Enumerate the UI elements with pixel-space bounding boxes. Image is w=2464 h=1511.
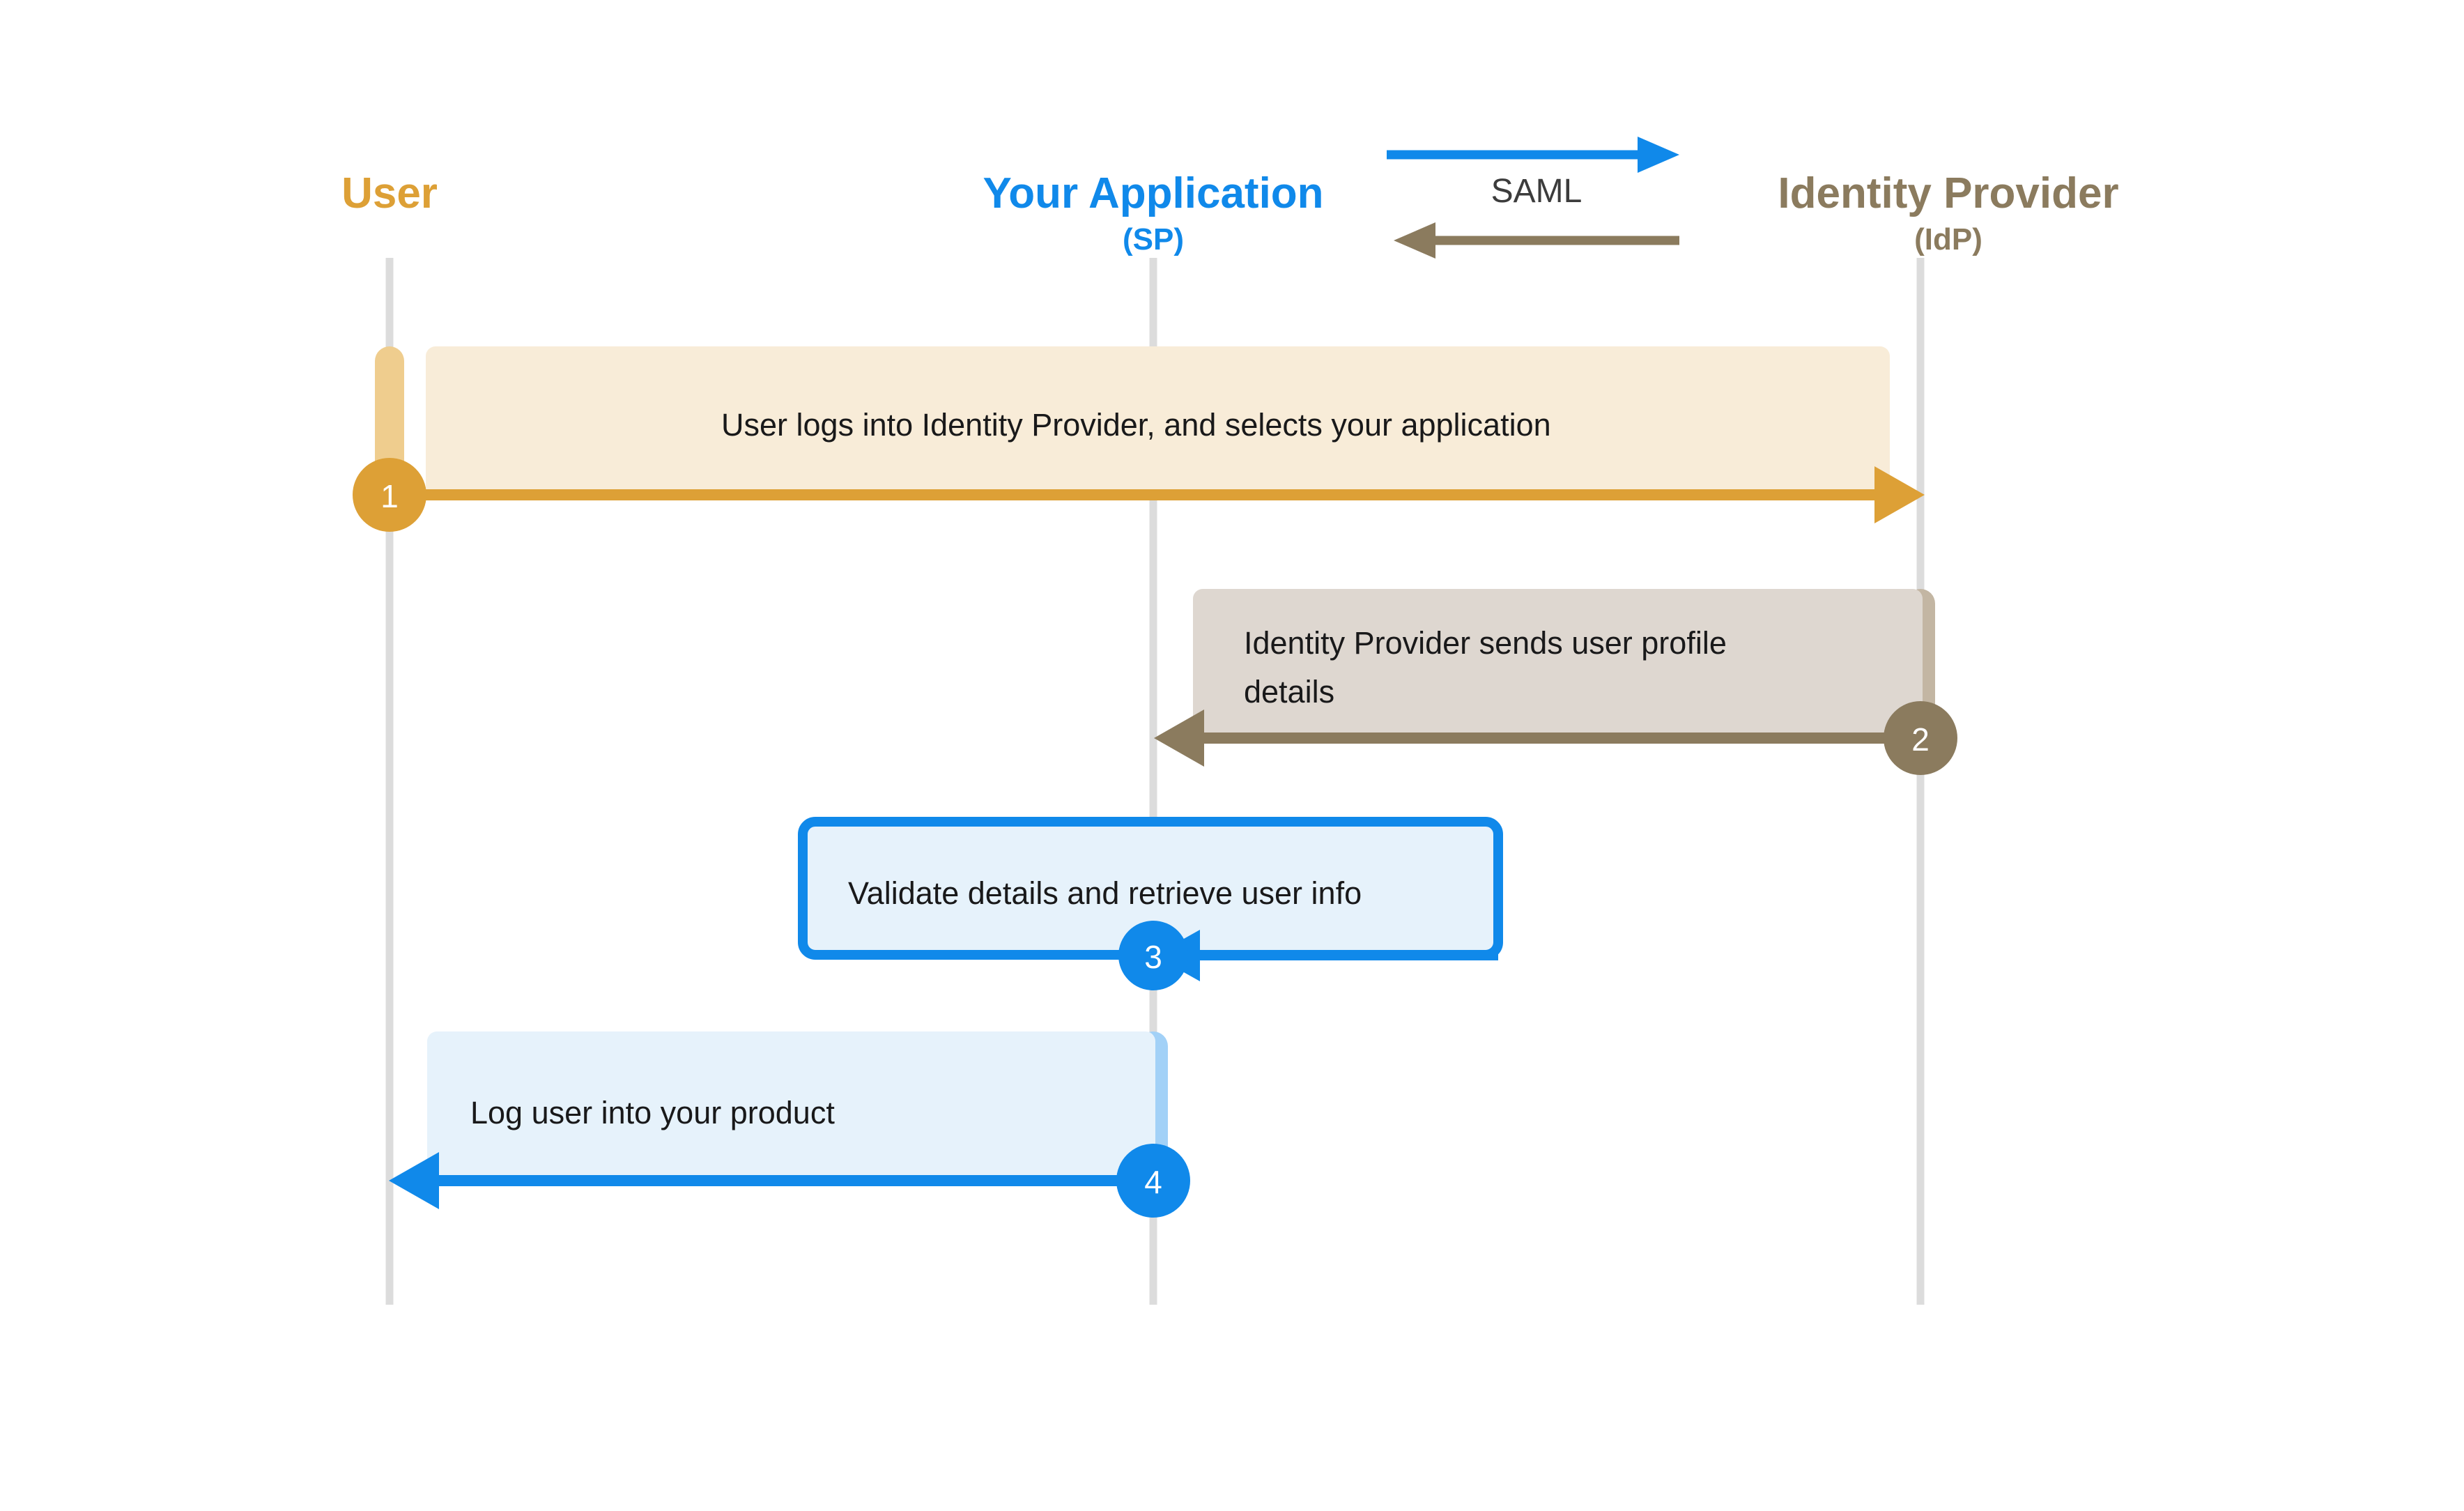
step-4-group xyxy=(389,1031,1190,1218)
actor-subtitle-sp: (SP) xyxy=(1123,222,1184,256)
saml-arrow-left-icon xyxy=(1394,222,1679,259)
step-4-message-band xyxy=(427,1031,1155,1182)
saml-arrow-right-icon xyxy=(1387,137,1679,173)
step-3-message-text: Validate details and retrieve user info xyxy=(848,875,1362,911)
step-2-message-band xyxy=(1193,589,1923,739)
actor-subtitle-idp: (IdP) xyxy=(1914,222,1982,256)
actor-title-user: User xyxy=(341,169,438,217)
actor-title-sp: Your Application xyxy=(983,169,1324,217)
step-1-message-band xyxy=(426,346,1890,496)
step-2-group xyxy=(1154,589,1957,775)
step-3-marker xyxy=(1118,921,1188,990)
step-2-marker xyxy=(1884,701,1957,775)
step-1-marker xyxy=(353,458,426,532)
saml-protocol-arrows xyxy=(1387,137,1679,259)
step-4-message-text: Log user into your product xyxy=(470,1095,835,1130)
step-1-activation-bar xyxy=(375,346,404,475)
step-1-message-text: User logs into Identity Provider, and se… xyxy=(721,407,1551,443)
step-1-group xyxy=(353,346,1925,532)
actor-title-idp: Identity Provider xyxy=(1778,169,2119,217)
step-1-arrowhead xyxy=(1874,466,1925,523)
step-2-message-text: Identity Provider sends user profile det… xyxy=(1244,625,1727,710)
step-4-arrowhead xyxy=(389,1152,439,1209)
step-3-group xyxy=(798,817,1503,990)
step-2-arrowhead xyxy=(1154,710,1204,767)
step-4-marker xyxy=(1116,1144,1190,1218)
saml-protocol-label: SAML xyxy=(1491,173,1583,210)
